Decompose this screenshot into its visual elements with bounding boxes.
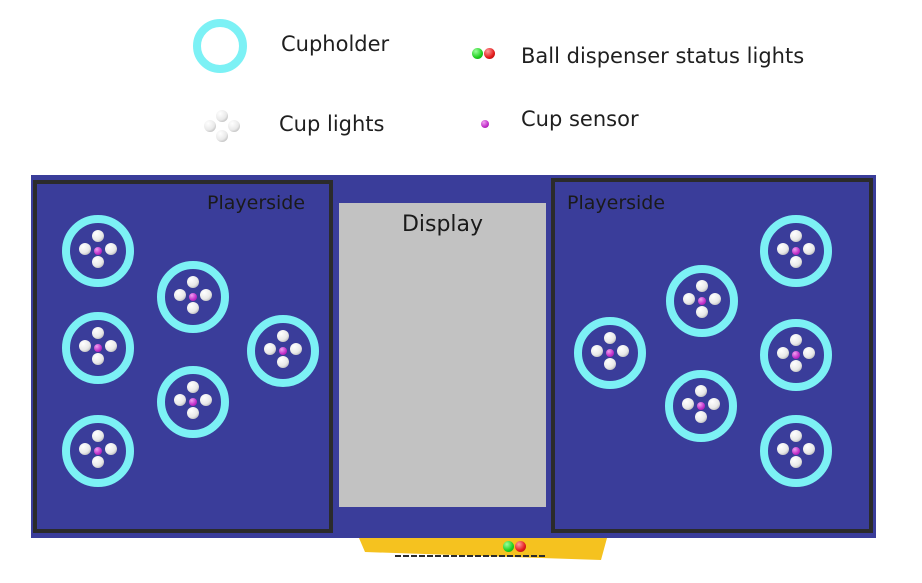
legend-cupholder-label: Cupholder <box>281 32 390 56</box>
cupholder <box>665 370 737 442</box>
cupholder <box>760 319 832 391</box>
legend-cup-sensor-label: Cup sensor <box>521 107 639 131</box>
status-light-green <box>503 541 514 552</box>
cupholder <box>62 215 134 287</box>
legend-cup-lights-label: Cup lights <box>279 112 385 136</box>
legend-status-lights-label: Ball dispenser status lights <box>521 44 805 68</box>
cupholder-icon <box>193 19 247 73</box>
cupholder <box>62 415 134 487</box>
right-playerside-label: Playerside <box>567 192 666 214</box>
status-light-red <box>515 541 526 552</box>
cupholder <box>666 265 738 337</box>
cup-lights-icon <box>202 110 244 142</box>
left-playerside-label: Playerside <box>207 192 306 214</box>
cupholder <box>574 317 646 389</box>
cup-sensor-icon <box>481 120 489 128</box>
display-label: Display <box>401 212 484 237</box>
cupholder <box>62 312 134 384</box>
cupholder <box>157 261 229 333</box>
display-panel: Display <box>339 203 546 507</box>
cupholder <box>247 315 319 387</box>
cupholder <box>157 366 229 438</box>
cupholder <box>760 415 832 487</box>
status-lights-icon <box>472 48 498 60</box>
ball-dispenser <box>359 538 607 560</box>
cupholder <box>760 215 832 287</box>
